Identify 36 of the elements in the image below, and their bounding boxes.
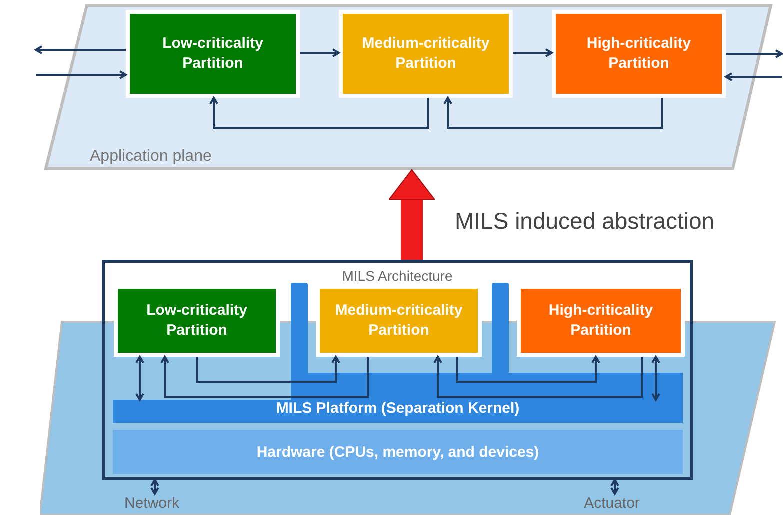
arrow — [444, 97, 663, 129]
arrow — [725, 72, 782, 82]
partition-box — [126, 10, 300, 98]
arrow — [210, 97, 429, 129]
node-text: Medium-criticality Partition — [334, 301, 464, 341]
arrow — [196, 356, 340, 383]
architecture-frame — [102, 260, 693, 480]
arrow — [35, 46, 126, 54]
partition-box — [552, 10, 726, 98]
node-text: Application plane — [90, 148, 212, 166]
arrow — [513, 48, 553, 58]
node-text: Medium-criticality Partition — [361, 34, 491, 74]
arrow — [434, 356, 643, 398]
node-text: High-criticality Partition — [548, 301, 654, 341]
arrow — [136, 356, 144, 401]
node-text: Low-criticality Partition — [162, 34, 264, 74]
partition-box — [339, 10, 513, 98]
arrow — [456, 356, 600, 383]
node-text: Actuator — [584, 495, 640, 512]
arrow — [300, 48, 340, 58]
arrow — [160, 356, 369, 398]
node-text: High-criticality Partition — [586, 34, 692, 74]
separation-kernel-bar — [113, 400, 683, 423]
arrow — [726, 50, 783, 58]
hardware-bar — [113, 430, 683, 474]
arrow — [610, 479, 620, 495]
arrow — [150, 479, 160, 495]
abstraction-arrow — [388, 170, 436, 260]
node-text: Low-criticality Partition — [146, 301, 248, 341]
node-text: Network — [124, 495, 180, 512]
arrow — [652, 356, 660, 401]
arrow — [36, 70, 127, 80]
node-text: MILS Architecture — [342, 268, 453, 284]
node-text: Hardware (CPUs, memory, and devices) — [256, 442, 540, 462]
node-text: MILS Platform (Separation Kernel) — [276, 400, 520, 417]
application-plane — [45, 4, 772, 170]
